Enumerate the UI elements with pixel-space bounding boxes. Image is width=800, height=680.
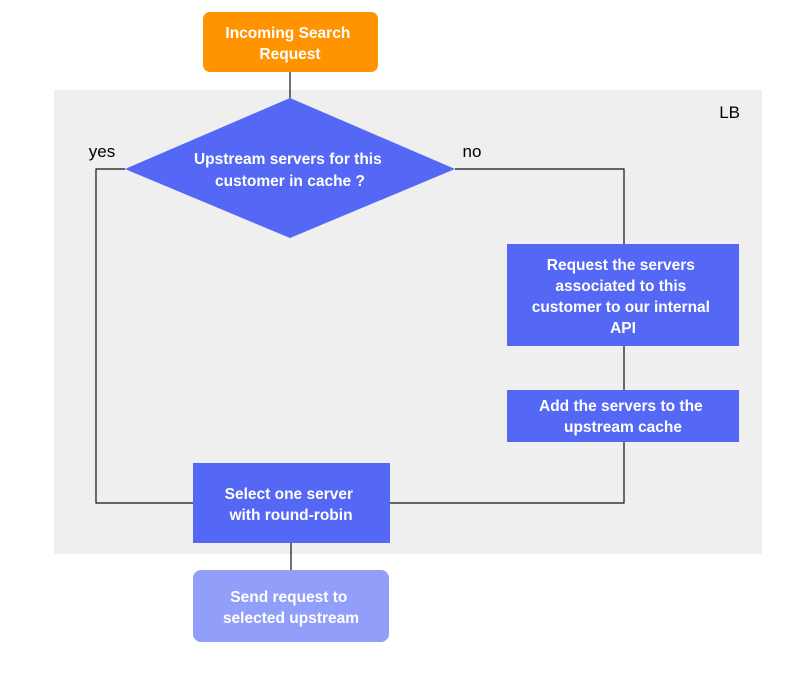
- connector-lines: [95, 72, 625, 570]
- send-request-node-shape: [193, 570, 389, 642]
- select-server-node-line: Select one server: [225, 486, 353, 503]
- edge-decision-yes-to-select: [95, 168, 193, 504]
- decision-node-shape: [125, 98, 455, 238]
- request-servers-node-line: customer to our internal: [532, 299, 710, 316]
- add-servers-node-text: Add the servers to the upstream cache: [539, 398, 707, 436]
- add-servers-node-shape: [507, 390, 739, 442]
- select-server-node: Select one server with round-robin: [193, 463, 390, 543]
- decision-node-line: customer in cache ?: [215, 173, 365, 190]
- lb-region-label: LB: [719, 103, 740, 122]
- select-server-node-line: with round-robin: [228, 507, 352, 524]
- send-request-node-text: Send request to selected upstream: [223, 589, 359, 627]
- decision-node: Upstream servers for this customer in ca…: [125, 98, 455, 238]
- start-node-text: Incoming Search Request: [225, 25, 354, 63]
- start-node-shape: [203, 12, 378, 72]
- request-servers-node-text: Request the servers associated to this c…: [532, 257, 715, 337]
- start-node: Incoming Search Request: [203, 12, 378, 72]
- edge-label-no: no: [463, 142, 482, 161]
- start-node-line: Request: [259, 46, 320, 63]
- request-servers-node-line: Request the servers: [547, 257, 695, 274]
- request-servers-node-line: API: [610, 320, 636, 337]
- send-request-node-line: Send request to: [230, 589, 347, 606]
- send-request-node-line: selected upstream: [223, 610, 359, 627]
- request-servers-node: Request the servers associated to this c…: [507, 244, 739, 346]
- add-servers-node-line: upstream cache: [564, 419, 682, 436]
- edge-decision-no-to-request: [455, 168, 625, 244]
- decision-node-text: Upstream servers for this customer in ca…: [194, 151, 386, 190]
- start-node-line: Incoming Search: [225, 25, 350, 42]
- request-servers-node-line: associated to this: [555, 278, 686, 295]
- select-server-node-shape: [193, 463, 390, 543]
- edge-label-yes: yes: [89, 142, 115, 161]
- send-request-node: Send request to selected upstream: [193, 570, 389, 642]
- add-servers-node: Add the servers to the upstream cache: [507, 390, 739, 442]
- decision-node-line: Upstream servers for this: [194, 151, 382, 168]
- request-servers-node-shape: [507, 244, 739, 346]
- edge-add-to-select: [390, 442, 625, 504]
- select-server-node-text: Select one server with round-robin: [225, 486, 358, 524]
- add-servers-node-line: Add the servers to the: [539, 398, 703, 415]
